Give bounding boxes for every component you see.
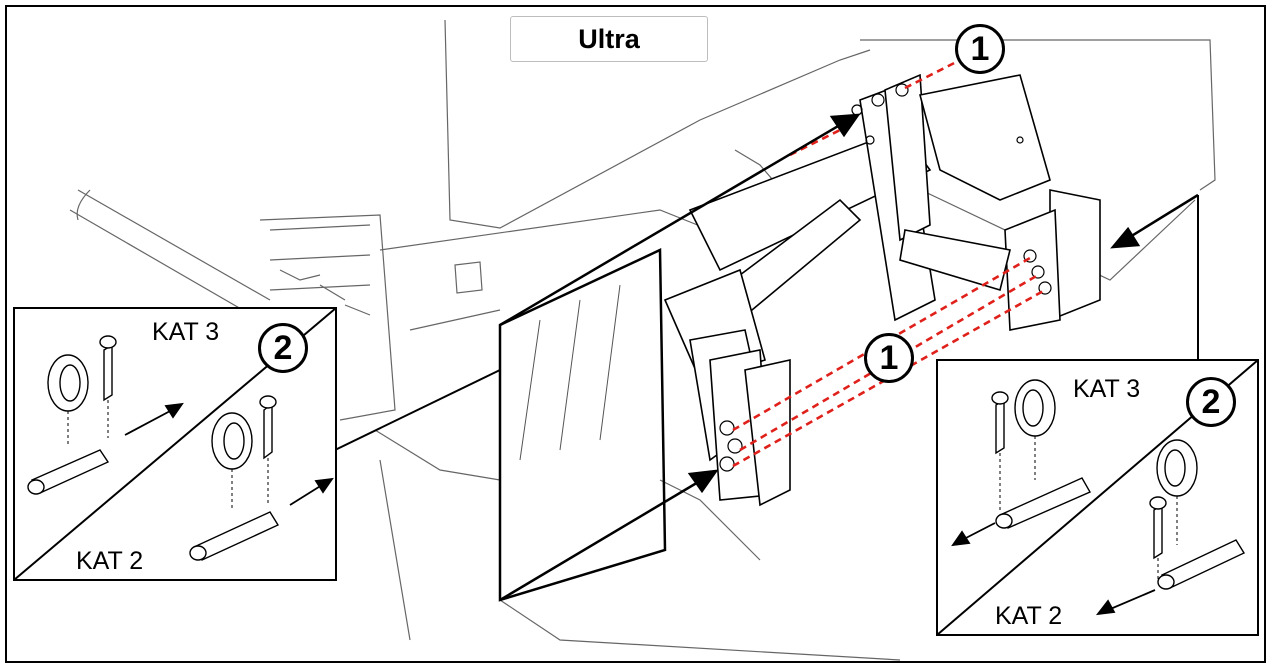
left-connector-line [334, 369, 501, 451]
connector-panel [498, 248, 667, 602]
lynch-pin-icon [995, 398, 1005, 455]
right-kat-lower: KAT 2 [995, 602, 1063, 630]
title-label: Ultra [510, 16, 708, 62]
left-detail-box [13, 307, 337, 581]
main-arrows [499, 113, 1199, 602]
callout-2-left: 2 [258, 323, 308, 373]
callout-2-right: 2 [1186, 377, 1236, 427]
callout-1-top: 1 [955, 24, 1005, 74]
lynch-pin-icon [1153, 503, 1163, 560]
hitch-frame [663, 73, 1101, 507]
tractor-sketch [69, 19, 1216, 661]
right-kat-upper: KAT 3 [1073, 375, 1141, 403]
left-kat-upper: KAT 3 [152, 318, 220, 346]
lynch-pin-icon [263, 402, 273, 460]
outer-frame [5, 5, 1266, 663]
left-kat-lower: KAT 2 [76, 547, 144, 575]
arrow-icon [829, 113, 861, 138]
arrow-icon [1110, 226, 1141, 249]
arrow-icon [687, 469, 719, 494]
callout-1-middle: 1 [864, 333, 914, 383]
panel-ribs [519, 284, 621, 461]
lynch-pin-icon [103, 343, 113, 402]
right-detail-box [936, 359, 1259, 636]
